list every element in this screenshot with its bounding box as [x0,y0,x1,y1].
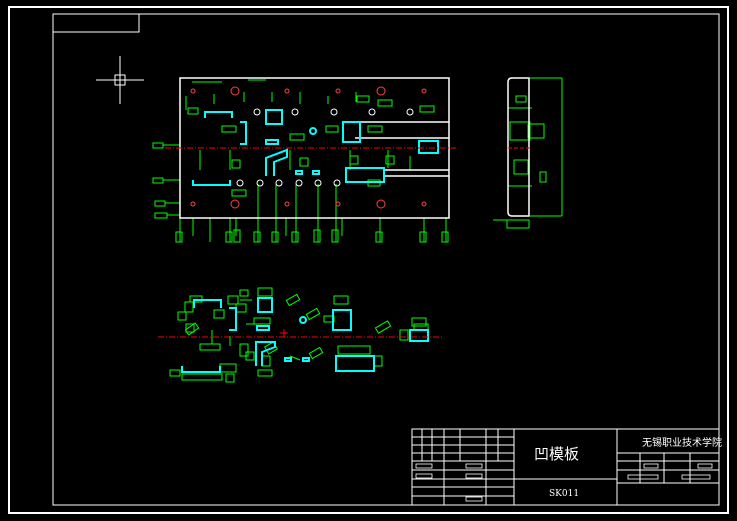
top-view [152,77,456,243]
top-view-cavities [192,109,439,186]
top-view-dimensions [152,79,449,243]
drawing-number-text: SK011 [549,489,579,499]
sheet-frame [8,6,729,514]
part-name-text: 凹模板 [534,445,579,463]
top-view-holes [190,86,427,209]
crosshair-cursor [96,56,144,104]
title-block: 凹模板 SK011 无锡职业技术学院 [411,428,722,506]
side-view [493,77,563,229]
lower-view-dimensions [169,287,429,383]
lower-view-cavities [181,297,429,373]
school-name-text: 无锡职业技术学院 [642,436,722,449]
lower-view [158,287,444,383]
